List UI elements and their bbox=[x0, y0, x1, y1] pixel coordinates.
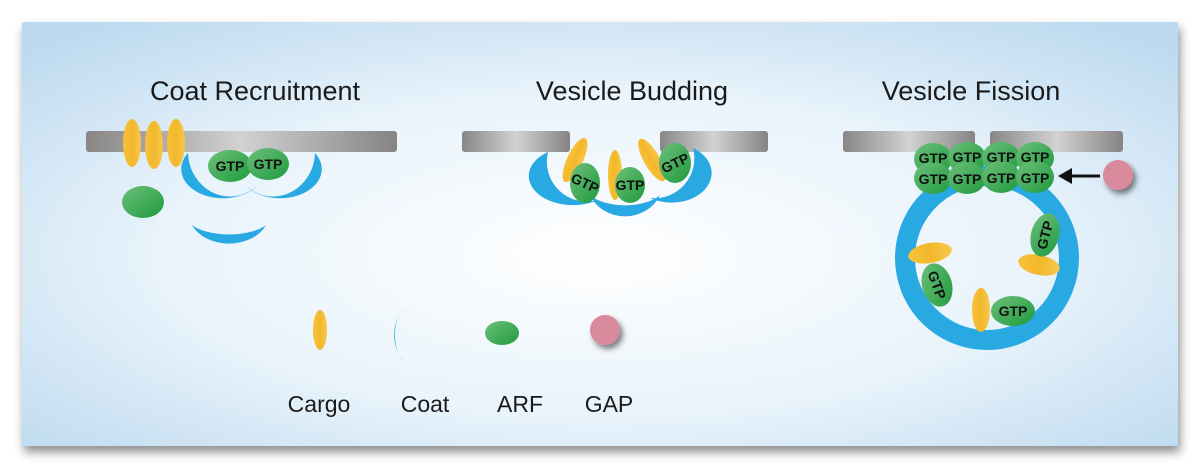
cargo-protein bbox=[972, 288, 990, 332]
arf-gtp bbox=[991, 296, 1035, 326]
arf-gtp bbox=[570, 163, 600, 203]
legend-coat-label: Coat bbox=[401, 391, 450, 417]
arf-gtp bbox=[921, 263, 953, 307]
cargo-protein bbox=[1018, 254, 1060, 276]
arf-gtp bbox=[247, 148, 289, 180]
arf-gtp bbox=[208, 150, 252, 182]
membrane bbox=[86, 131, 397, 152]
arf-gtp bbox=[615, 167, 645, 203]
gtp-label: GTP bbox=[1021, 149, 1050, 165]
cargo-protein bbox=[562, 137, 588, 183]
coat-protein bbox=[528, 152, 598, 206]
cargo-protein bbox=[638, 138, 666, 182]
cargo-protein bbox=[908, 242, 952, 264]
coat-protein bbox=[181, 153, 258, 199]
legend-cargo-label: Cargo bbox=[288, 391, 351, 417]
gtp-label: GTP bbox=[254, 156, 283, 172]
gtp-label: GTP bbox=[919, 150, 948, 166]
cargo-protein bbox=[123, 119, 141, 167]
membrane bbox=[660, 131, 768, 152]
gap-protein bbox=[1103, 160, 1133, 190]
legend-gap-label: GAP bbox=[585, 391, 634, 417]
cargo-protein bbox=[145, 121, 163, 169]
coat-protein bbox=[245, 153, 322, 199]
arf-gtp bbox=[1030, 213, 1060, 257]
legend: Cargo Coat ARF GAP bbox=[288, 308, 634, 417]
coat-recruitment-stage: GTP GTP bbox=[86, 119, 397, 244]
gtp-label: GTP bbox=[1034, 219, 1057, 251]
title-vesicle-fission: Vesicle Fission bbox=[882, 76, 1061, 106]
gtp-label: GTP bbox=[919, 171, 948, 187]
gtp-label: GTP bbox=[1021, 170, 1050, 186]
arf-gtp bbox=[948, 162, 986, 194]
legend-cargo-icon bbox=[313, 310, 327, 350]
coat-protein bbox=[192, 225, 266, 244]
membrane bbox=[462, 131, 570, 152]
vesicle-fission-stage: GTP GTP GTP GTP GTP GTP GTP GTP GTP GTP … bbox=[843, 131, 1133, 350]
vesicle-budding-stage: GTP GTP GTP bbox=[462, 131, 768, 217]
coat-protein bbox=[590, 195, 660, 217]
arf-protein bbox=[122, 186, 164, 218]
gtp-label: GTP bbox=[616, 177, 645, 193]
gtp-label: GTP bbox=[216, 158, 245, 174]
legend-arf-icon bbox=[485, 321, 519, 345]
cargo-protein bbox=[167, 119, 185, 167]
title-vesicle-budding: Vesicle Budding bbox=[536, 76, 728, 106]
gtp-label: GTP bbox=[953, 171, 982, 187]
gtp-label: GTP bbox=[987, 170, 1016, 186]
arf-gtp bbox=[914, 162, 952, 194]
arf-gtp-cluster: GTP GTP GTP GTP GTP GTP GTP GTP bbox=[914, 142, 1054, 194]
gtp-label: GTP bbox=[999, 303, 1028, 319]
legend-gap-icon bbox=[590, 315, 620, 345]
title-coat-recruitment: Coat Recruitment bbox=[150, 76, 361, 106]
legend-arf-label: ARF bbox=[497, 391, 543, 417]
gtp-label: GTP bbox=[953, 149, 982, 165]
arf-gtp bbox=[1016, 161, 1054, 193]
arrow-head bbox=[1058, 168, 1072, 184]
gtp-label: GTP bbox=[987, 149, 1016, 165]
arf-gtp bbox=[659, 143, 691, 183]
coat-protein bbox=[650, 148, 712, 203]
arf-gtp bbox=[982, 161, 1020, 193]
